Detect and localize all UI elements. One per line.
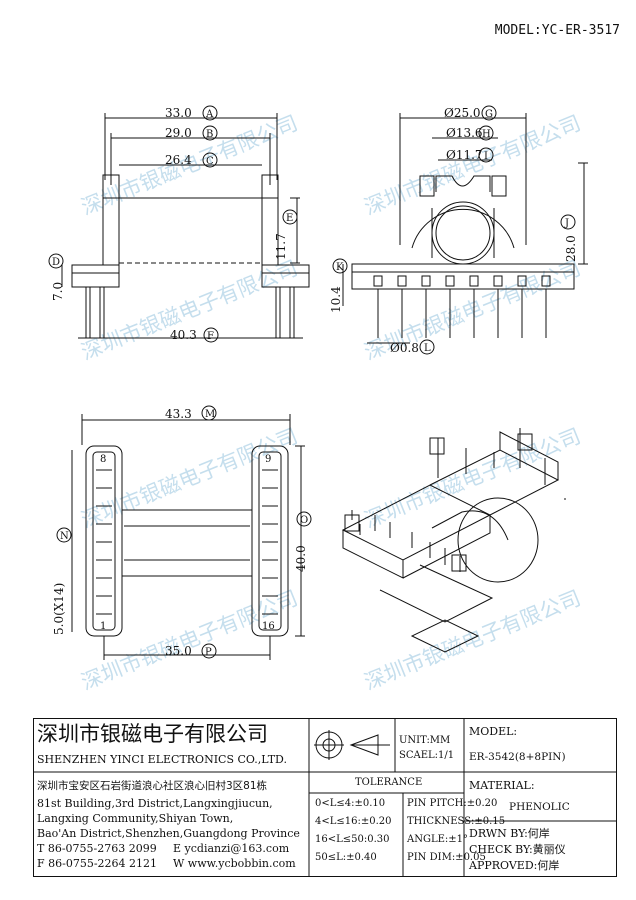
dim-d11: Ø11.7 xyxy=(446,148,483,162)
website: W www.ycbobbin.com xyxy=(173,857,296,870)
watermark-7: 深圳市银磁电子有限公司 xyxy=(78,586,301,695)
dim-40: 40.3 xyxy=(170,328,197,342)
marker-B: B xyxy=(206,129,213,140)
front-view xyxy=(48,105,310,343)
dim-pitch: 5.0(X14) xyxy=(52,583,66,635)
address-en-line1: 81st Building,3rd District,Langxingjiucu… xyxy=(37,797,273,810)
model-value: ER-3542(8+8PIN) xyxy=(469,751,566,763)
spec-angle: ANGLE:±1° xyxy=(407,834,469,845)
telephone: T 86-0755-2763 2099 xyxy=(37,842,157,855)
tolerance-label: TOLERANCE xyxy=(355,777,423,788)
fax: F 86-0755-2264 2121 xyxy=(37,857,158,870)
dim-28: 28.0 xyxy=(564,235,578,262)
isometric-view xyxy=(341,428,566,653)
marker-P: P xyxy=(205,647,212,658)
dim-10: 10.4 xyxy=(329,286,343,313)
approved-by: APPROVED:何岸 xyxy=(469,859,560,872)
material-value: PHENOLIC xyxy=(509,801,570,813)
pin-label-1: 1 xyxy=(100,621,106,632)
tolerance-3: 16<L≤50:0.30 xyxy=(315,834,390,845)
spec-thickness: THICKNESS:±0.15 xyxy=(407,816,506,827)
marker-N: N xyxy=(60,531,69,542)
tolerance-4: 50≤L:±0.40 xyxy=(315,852,377,863)
marker-H: H xyxy=(482,129,491,140)
marker-A: A xyxy=(205,109,214,120)
drawn-by: DRWN BY:何岸 xyxy=(469,827,550,840)
pin-label-8: 8 xyxy=(100,454,106,465)
dim-7: 7.0 xyxy=(51,282,65,301)
marker-F: F xyxy=(207,331,214,342)
dim-d08: Ø0.8 xyxy=(390,341,419,355)
title-block-grid xyxy=(33,718,617,877)
marker-L: L xyxy=(424,343,431,354)
watermark-5: 深圳市银磁电子有限公司 xyxy=(78,424,301,533)
company-name-cn: 深圳市银磁电子有限公司 xyxy=(37,722,268,746)
tolerance-2: 4<L≤16:±0.20 xyxy=(315,816,392,827)
dim-11: 11.7 xyxy=(274,233,288,260)
marker-D: D xyxy=(52,257,60,268)
marker-O: O xyxy=(300,515,308,526)
scale: SCAEL:1/1 xyxy=(399,750,455,761)
model-label: MODEL: xyxy=(469,725,518,738)
pin-label-9: 9 xyxy=(265,454,271,465)
side-view-labels: Ø25.0 Ø13.6 Ø11.7 28.0 10.4 Ø0.8 G H I J… xyxy=(329,106,578,355)
technical-drawing: 深圳市银磁电子有限公司 深圳市银磁电子有限公司 深圳市银磁电子有限公司 深圳市银… xyxy=(48,105,588,695)
company-name-en: SHENZHEN YINCI ELECTRONICS CO.,LTD. xyxy=(37,753,287,766)
address-en-line2: Langxing Community,Shiyan Town, xyxy=(37,812,234,825)
marker-G: G xyxy=(485,109,493,120)
pin-label-16: 16 xyxy=(262,621,275,632)
spec-pin-dim: PIN DIM:±0.05 xyxy=(407,852,486,863)
watermark-8: 深圳市银磁电子有限公司 xyxy=(361,586,584,695)
tolerance-1: 0<L≤4:±0.10 xyxy=(315,798,386,809)
address-en-line3: Bao'An District,Shenzhen,Guangdong Provi… xyxy=(37,827,300,840)
address-cn: 深圳市宝安区石岩街道浪心社区浪心旧村3区81栋 xyxy=(37,780,268,792)
dim-d13: Ø13.6 xyxy=(446,126,483,140)
title-block: 深圳市银磁电子有限公司 SHENZHEN YINCI ELECTRONICS C… xyxy=(33,718,617,877)
dim-29: 29.0 xyxy=(165,126,192,140)
dim-33: 33.0 xyxy=(165,106,192,120)
marker-K: K xyxy=(336,262,344,273)
dim-35: 35.0 xyxy=(165,644,192,658)
dim-43: 43.3 xyxy=(165,407,192,421)
checked-by: CHECK BY:黄丽仪 xyxy=(469,843,566,856)
dim-26: 26.4 xyxy=(165,153,192,167)
watermark-3: 深圳市银磁电子有限公司 xyxy=(78,256,301,365)
email: E ycdianzi@163.com xyxy=(173,842,290,855)
spec-pin-pitch: PIN PITCH:±0.20 xyxy=(407,798,498,809)
marker-J: J xyxy=(564,218,569,229)
dim-40b: 40.0 xyxy=(294,545,308,572)
marker-M: M xyxy=(205,409,215,420)
unit: UNIT:MM xyxy=(399,735,451,746)
bottom-view-labels: 43.3 40.0 35.0 5.0(X14) M N O P 8 9 1 16 xyxy=(52,407,308,658)
marker-C: C xyxy=(206,156,214,167)
material-label: MATERIAL: xyxy=(469,779,535,792)
marker-E: E xyxy=(286,213,293,224)
side-view xyxy=(332,105,588,355)
dim-d25: Ø25.0 xyxy=(444,106,481,120)
bottom-view xyxy=(56,405,312,660)
model-number: MODEL:YC-ER-3517 xyxy=(494,23,620,38)
marker-I: I xyxy=(484,151,488,162)
watermark-6: 深圳市银磁电子有限公司 xyxy=(361,424,584,533)
front-view-labels: 33.0 29.0 26.4 11.7 7.0 40.3 A B C E D F xyxy=(51,106,293,342)
